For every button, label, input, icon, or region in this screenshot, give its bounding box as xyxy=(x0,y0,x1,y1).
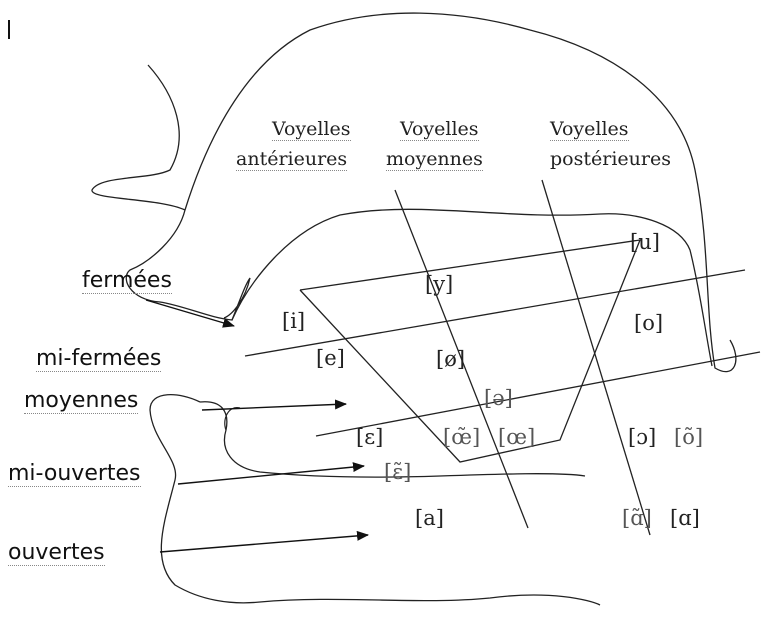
header-middle-line1: Voyelles xyxy=(400,120,479,141)
vowel-epsilon: [ɛ] xyxy=(356,427,383,448)
header-anterior-line2: antérieures xyxy=(236,150,347,171)
moyennes-line xyxy=(316,352,760,436)
vowel-e: [e] xyxy=(316,348,345,369)
vowel-oe-open: [œ] xyxy=(498,427,535,448)
vowel-y: [y] xyxy=(425,274,453,295)
vowel-alpha: [ɑ] xyxy=(670,508,700,529)
label-mi-ouvertes: mi-ouvertes xyxy=(8,463,141,487)
vowel-o-nasal: [õ] xyxy=(674,427,703,448)
vowel-oe-nasal: [œ̃] xyxy=(443,427,480,448)
vowel-a: [a] xyxy=(415,508,444,529)
label-mi-fermees: mi-fermées xyxy=(36,348,161,372)
vowel-epsilon-nasal: [ɛ̃] xyxy=(384,462,411,483)
arrow-fermees xyxy=(146,300,234,326)
vowel-o: [o] xyxy=(634,313,663,334)
header-posterior-line1: Voyelles xyxy=(550,120,629,141)
vowel-a-nasal: [ɑ̃] xyxy=(622,508,652,529)
arrow-mi-ouvertes xyxy=(178,466,364,484)
arrow-ouvertes xyxy=(160,535,368,552)
label-ouvertes: ouvertes xyxy=(8,542,105,566)
header-middle-line2: moyennes xyxy=(386,150,483,171)
mi-fermees-line xyxy=(245,270,745,356)
text-cursor xyxy=(8,20,10,39)
label-fermees: fermées xyxy=(82,270,172,294)
label-moyennes: moyennes xyxy=(24,390,138,414)
vowel-u: [u] xyxy=(630,232,660,253)
vowel-i: [i] xyxy=(282,311,305,332)
arrow-moyennes xyxy=(202,404,346,410)
header-posterior-line2: postérieures xyxy=(550,150,671,169)
vowel-oe-closed: [ø] xyxy=(436,349,465,370)
vowel-open-o: [ɔ] xyxy=(628,427,656,448)
vowel-schwa: [ə] xyxy=(484,388,513,409)
header-anterior-line1: Voyelles xyxy=(272,120,351,141)
